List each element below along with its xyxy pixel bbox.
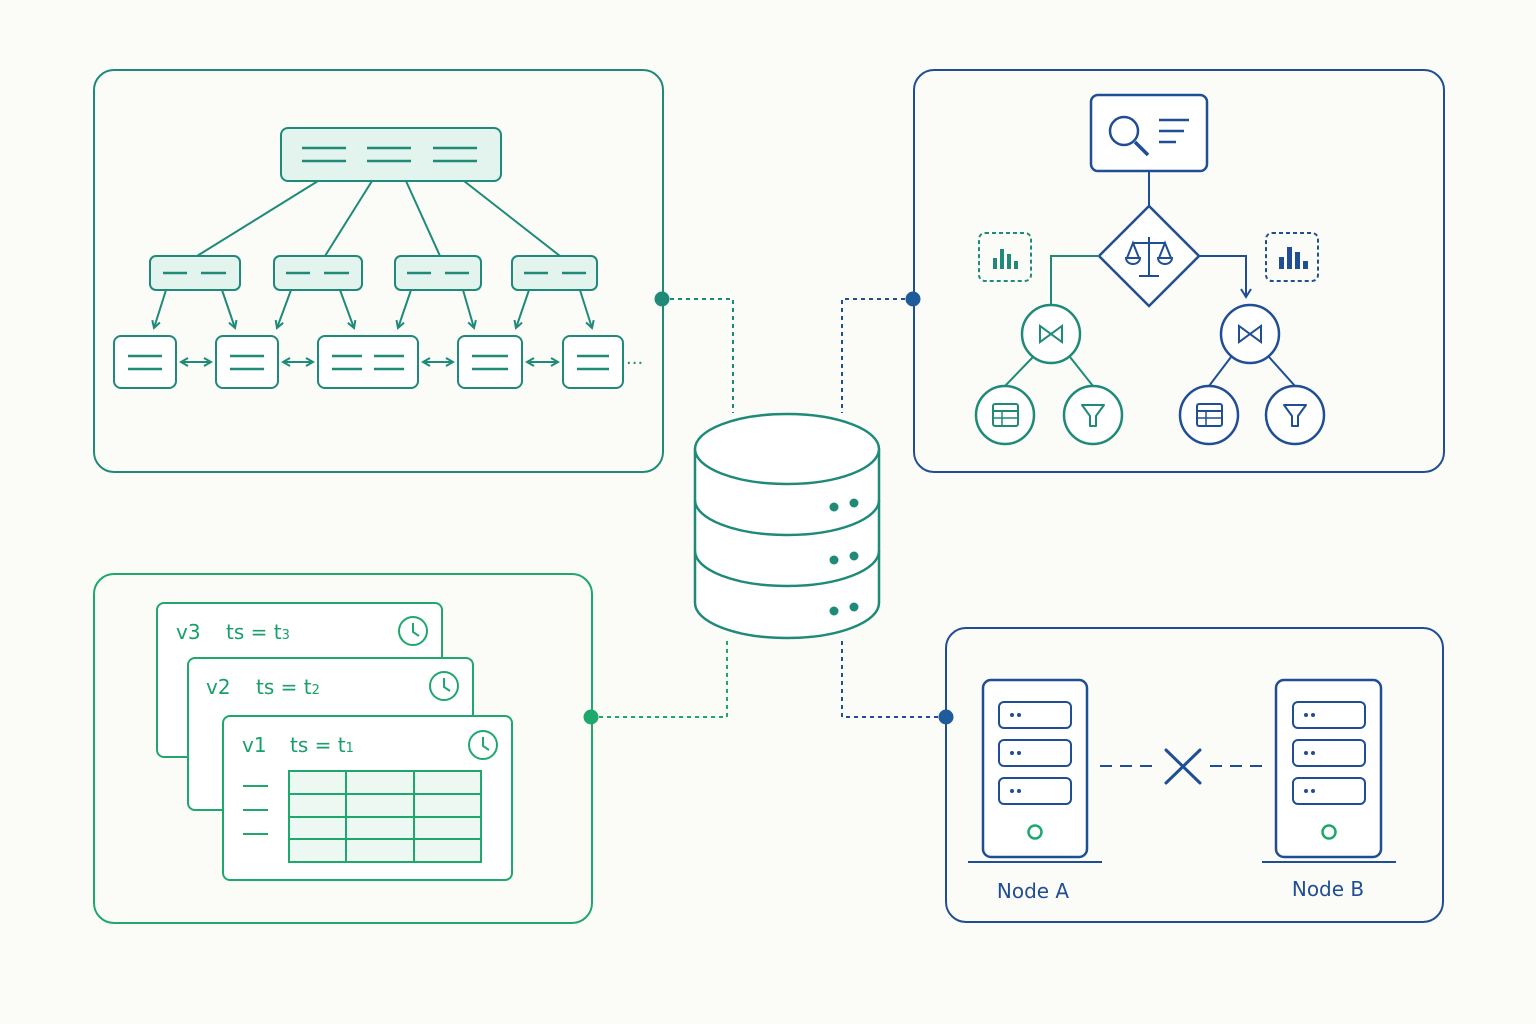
cluster-panel-border <box>945 627 1444 923</box>
version-label: v3 <box>176 620 201 644</box>
clock-icon <box>468 730 498 760</box>
query-plan-panel-border <box>913 69 1445 473</box>
svg-text:ts = t1: ts = t1 <box>290 733 354 757</box>
version-label: v2 <box>206 675 231 699</box>
btree-leaf-arrows <box>154 289 592 328</box>
timestamp-label: ts = t <box>290 733 346 757</box>
join-icon <box>1219 303 1281 365</box>
versions-panel: v3 ts = t3 v2 ts = t2 v1 ts = t1 <box>93 573 593 924</box>
filter-icon <box>1264 384 1326 446</box>
btree-internal-node <box>149 255 241 291</box>
bar-chart-icon <box>1265 232 1319 282</box>
timestamp-label: ts = t <box>226 620 282 644</box>
node-a-label: Node A <box>997 879 1070 903</box>
server-icon[interactable] <box>1262 678 1396 863</box>
btree-leaf-node <box>457 335 523 389</box>
table-grid <box>288 770 482 863</box>
query-connector-dot <box>905 291 921 307</box>
version-label: v1 <box>242 733 267 757</box>
btree-internal-node <box>394 255 482 291</box>
leaf-continuation-ellipsis: ··· <box>626 353 643 374</box>
versions-connector-dot <box>583 709 599 725</box>
left-plan-branch <box>1050 255 1099 308</box>
timestamp-subscript: 2 <box>312 683 320 698</box>
btree-leaf-node <box>562 335 624 389</box>
cross-icon <box>1164 748 1202 785</box>
btree-leaf-node <box>215 335 279 389</box>
query-plan-panel <box>913 69 1445 473</box>
btree-leaf-node <box>113 335 177 389</box>
clock-icon <box>429 671 459 701</box>
cluster-connector-dot <box>938 709 954 725</box>
row-markers <box>243 785 268 835</box>
svg-text:ts = t3: ts = t3 <box>226 620 290 644</box>
search-document-icon <box>1089 93 1209 173</box>
btree-panel: ··· <box>93 69 664 473</box>
versions-panel-border <box>93 573 593 924</box>
btree-root-node <box>280 127 502 182</box>
table-icon <box>1178 384 1240 446</box>
balance-scale-icon <box>1097 204 1201 308</box>
bar-chart-icon <box>978 232 1032 282</box>
timestamp-label: ts = t <box>256 675 312 699</box>
connectors <box>591 298 946 718</box>
table-icon <box>974 384 1036 446</box>
node-b-label: Node B <box>1292 877 1364 901</box>
svg-text:ts = t2: ts = t2 <box>256 675 320 699</box>
btree-internal-nodes <box>149 255 598 291</box>
database-icon[interactable] <box>693 412 881 640</box>
timestamp-subscript: 1 <box>346 741 354 756</box>
btree-panel-border <box>93 69 664 473</box>
filter-icon <box>1062 384 1124 446</box>
join-icon <box>1020 303 1082 365</box>
btree-connector-dot <box>654 291 670 307</box>
right-plan-branch[interactable] <box>1199 255 1252 299</box>
btree-leaf-node <box>317 335 419 389</box>
btree-root-edges <box>196 180 561 257</box>
clock-icon <box>398 616 428 646</box>
cluster-panel: Node A Node B <box>945 627 1444 923</box>
btree-leaf-keys <box>128 354 609 371</box>
btree-internal-node <box>511 255 598 291</box>
timestamp-subscript: 3 <box>282 628 290 643</box>
server-icon[interactable] <box>968 678 1102 863</box>
btree-internal-node <box>273 255 363 291</box>
version-card-v1[interactable]: v1 ts = t1 <box>222 715 513 881</box>
btree-leaf-nodes <box>113 335 624 389</box>
